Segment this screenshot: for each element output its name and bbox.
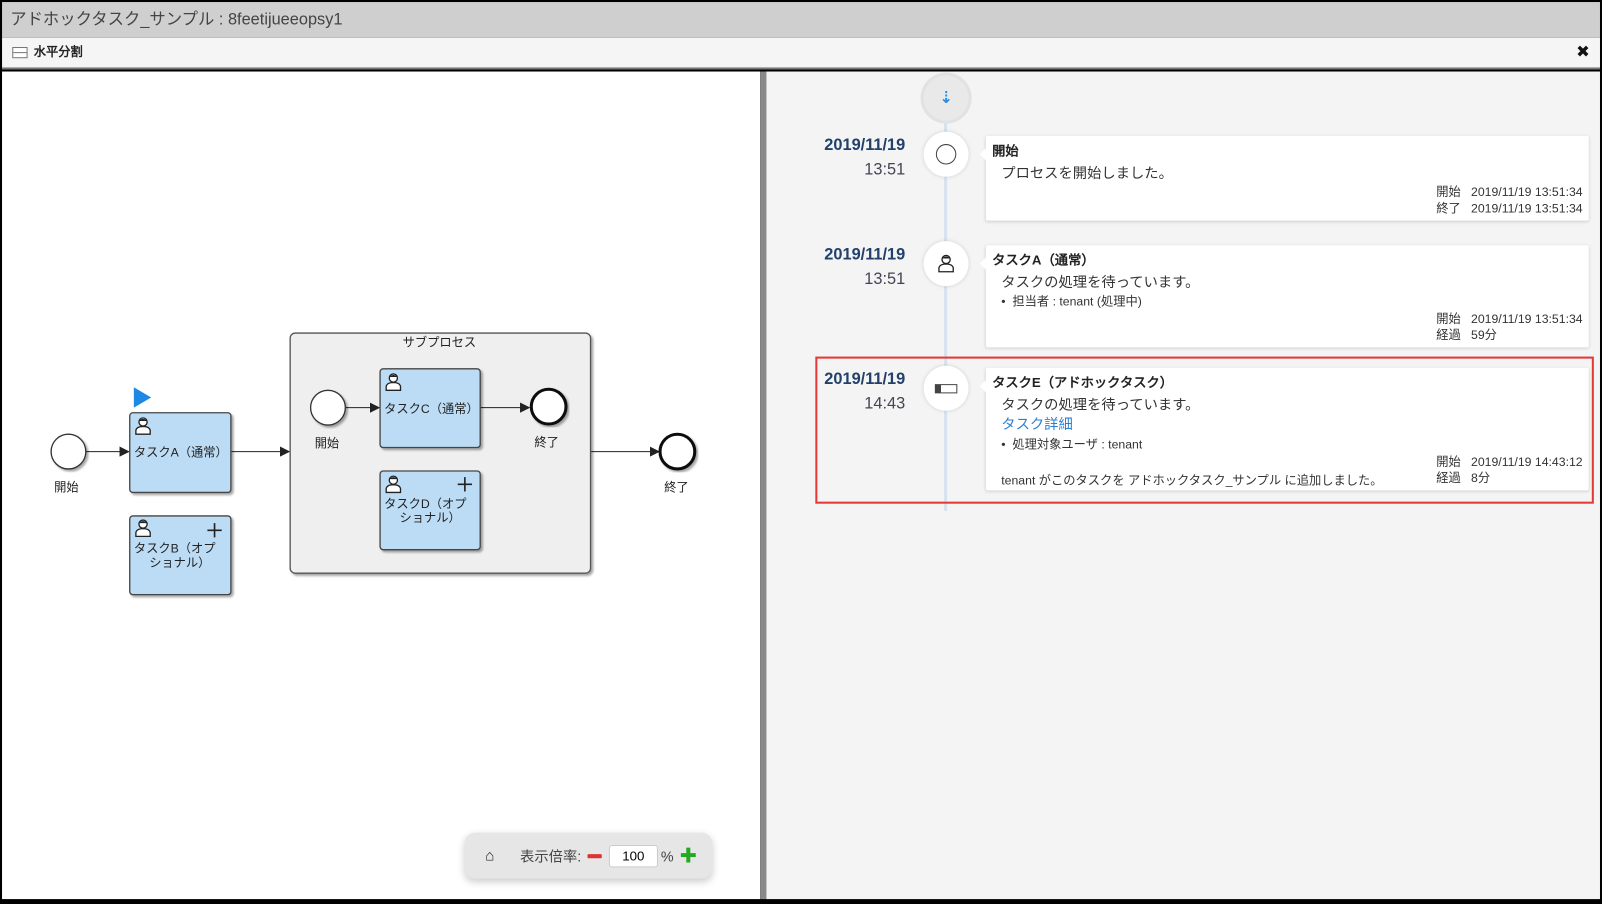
circle-icon [935, 144, 957, 165]
adhoc-plus-icon [207, 523, 222, 538]
card-title: 開始 [992, 143, 1019, 159]
card-bullet: • 処理対象ユーザ : tenant [1001, 437, 1143, 452]
window-title: アドホックタスク_サンプル : 8feetijueeopsy1 [2, 2, 1600, 38]
user-icon [938, 254, 954, 272]
home-icon[interactable]: ⌂ [485, 846, 495, 865]
zoom-control: ⌂ 表示倍率: % ✚ [464, 832, 713, 879]
bullet-text: 処理対象ユーザ : tenant [1012, 437, 1143, 452]
subprocess-label: サブプロセス [403, 334, 476, 349]
end-label: 終了 [664, 479, 689, 494]
adhoc-task-icon [934, 383, 958, 393]
task-a[interactable]: タスクA（通常） [129, 412, 232, 494]
task-b[interactable]: タスクB（オプショナル） [129, 515, 232, 596]
scroll-down-button[interactable]: ⇣ [923, 75, 969, 121]
timeline-card: タスクE（アドホックタスク） タスクの処理を待っています。 タスク詳細 • 処理… [979, 367, 1589, 491]
pane-divider[interactable] [760, 71, 767, 900]
sub-start-label: 開始 [315, 437, 340, 451]
task-d[interactable]: タスクD（オプショナル） [379, 470, 481, 551]
meta-label: 経過 [1436, 471, 1461, 486]
meta-value: 2019/11/19 13:51:34 [1471, 311, 1583, 326]
card-message: タスクの処理を待っています。 [1001, 396, 1200, 413]
start-event[interactable] [50, 433, 87, 470]
sub-end-label: 終了 [534, 434, 559, 449]
zoom-out-button[interactable] [587, 853, 602, 858]
meta-label: 終了 [1436, 201, 1461, 216]
horizontal-split-button[interactable]: 水平分割 [12, 38, 83, 68]
meta-value: 8分 [1471, 471, 1491, 486]
task-b-label: タスクB（オプショナル） [134, 542, 216, 570]
card-meta: 開始 2019/11/19 14:43:12 経過 8分 [1436, 454, 1582, 487]
end-event[interactable] [658, 432, 697, 471]
entry-time: 13:51 [864, 270, 906, 289]
current-marker-icon [133, 387, 152, 408]
zoom-unit: % [660, 847, 674, 864]
zoom-input[interactable] [608, 844, 658, 867]
adhoc-plus-icon [457, 477, 473, 492]
timeline-card: タスクA（通常） タスクの処理を待っています。 • 担当者 : tenant (… [979, 245, 1589, 348]
meta-value: 2019/11/19 13:51:34 [1471, 201, 1583, 216]
task-a-label: タスクA（通常） [134, 446, 228, 460]
card-meta: 開始 2019/11/19 13:51:34 終了 2019/11/19 13:51… [1436, 184, 1582, 217]
split-icon [12, 46, 28, 59]
arrow-down-icon: ⇣ [939, 89, 953, 108]
highlight-box [815, 356, 1594, 504]
task-c[interactable]: タスクC（通常） [379, 368, 481, 449]
task-d-label: タスクD（オプショナル） [384, 497, 467, 525]
sub-end-event[interactable] [529, 387, 568, 426]
card-message: プロセスを開始しました。 [1001, 164, 1173, 181]
entry-date: 2019/11/19 [824, 136, 906, 155]
sub-start-event[interactable] [309, 389, 346, 426]
bullet-text: 担当者 : tenant (処理中) [1012, 294, 1142, 309]
toolbar: 水平分割 ✖ [2, 37, 1600, 70]
entry-time: 14:43 [864, 395, 906, 413]
timeline-line [944, 76, 948, 511]
card-footer: tenant がこのタスクを アドホックタスク_サンプル に追加しました。 [1001, 473, 1383, 488]
meta-value: 2019/11/19 13:51:34 [1471, 184, 1583, 200]
subprocess[interactable]: サブプロセス [289, 332, 592, 574]
card-bullet: • 担当者 : tenant (処理中) [1001, 294, 1142, 309]
meta-label: 開始 [1436, 311, 1461, 326]
diagram-pane[interactable]: 開始 タスクA（通常） タスクB（オプショナル） サブプロセス 開始 [2, 71, 761, 900]
timeline-pane: ⇣ 2019/11/19 13:51 開始 プロセスを開始しました。 開始 201… [766, 71, 1600, 900]
meta-label: 開始 [1436, 454, 1461, 469]
meta-value: 2019/11/19 14:43:12 [1471, 454, 1583, 469]
start-label: 開始 [54, 480, 79, 494]
task-detail-link[interactable]: タスク詳細 [1001, 415, 1073, 433]
card-title: タスクA（通常） [992, 252, 1095, 268]
zoom-in-button[interactable]: ✚ [679, 844, 697, 867]
card-message: タスクの処理を待っています。 [1001, 273, 1200, 291]
adhoc-task-node [923, 365, 969, 411]
close-icon[interactable]: ✖ [1576, 43, 1590, 62]
meta-label: 開始 [1436, 184, 1461, 200]
start-event-node [923, 131, 969, 177]
bpmn-diagram: 開始 タスクA（通常） タスクB（オプショナル） サブプロセス 開始 [50, 332, 697, 596]
timeline-card: 開始 プロセスを開始しました。 開始 2019/11/19 13:51:34 終了… [979, 135, 1589, 221]
zoom-label: 表示倍率: [520, 847, 582, 864]
card-meta: 開始 2019/11/19 13:51:34 経過 59分 [1436, 311, 1582, 344]
card-title: タスクE（アドホックタスク） [992, 374, 1174, 391]
split-label: 水平分割 [33, 44, 83, 60]
task-c-label: タスクC（通常） [384, 402, 479, 416]
entry-time: 13:51 [864, 161, 906, 179]
meta-label: 経過 [1436, 327, 1461, 343]
entry-date: 2019/11/19 [824, 370, 906, 389]
entry-date: 2019/11/19 [824, 246, 906, 264]
meta-value: 59分 [1471, 327, 1497, 343]
user-task-node [923, 241, 969, 287]
